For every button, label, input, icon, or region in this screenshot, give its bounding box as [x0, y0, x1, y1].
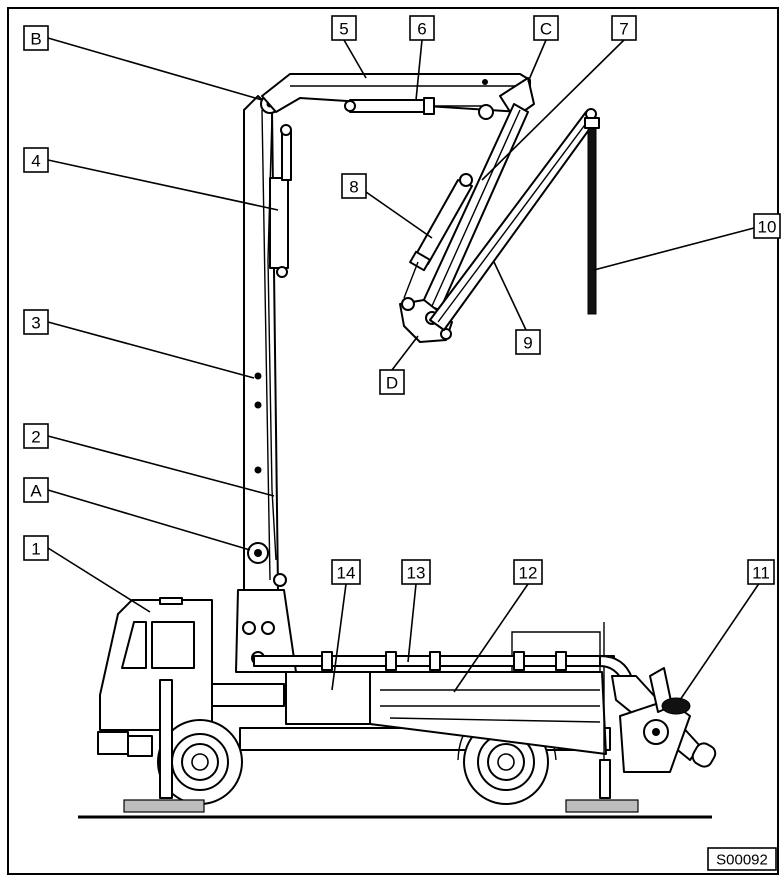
- label-a-text: A: [30, 482, 42, 501]
- label-13: 13: [401, 559, 431, 585]
- cylinder-4: [269, 177, 289, 269]
- label-14-text: 14: [337, 564, 356, 583]
- label-6: 6: [409, 15, 435, 41]
- water-tank-12: [369, 671, 607, 755]
- label-4: 4: [23, 147, 49, 173]
- label-9: 9: [515, 329, 541, 355]
- label-11: 11: [747, 559, 775, 585]
- label-d: D: [379, 369, 405, 395]
- rear-outrigger: [599, 759, 611, 799]
- rear-outrigger-pad: [565, 799, 639, 813]
- figure-code: S00092: [707, 847, 777, 871]
- label-d-text: D: [386, 374, 398, 393]
- label-1-text: 1: [31, 540, 40, 559]
- label-10-text: 10: [758, 218, 777, 237]
- truck-assembly: [97, 589, 717, 813]
- front-outrigger-pad: [123, 799, 205, 813]
- label-11-text: 11: [752, 564, 770, 583]
- label-b-text: B: [30, 30, 41, 49]
- label-2: 2: [23, 423, 49, 449]
- label-9-text: 9: [523, 334, 532, 353]
- label-3-text: 3: [31, 314, 40, 333]
- label-6-text: 6: [417, 20, 426, 39]
- end-hose: [587, 125, 597, 315]
- label-8-text: 8: [349, 178, 358, 197]
- label-10: 10: [753, 213, 781, 239]
- body-box-14: [285, 671, 371, 725]
- label-5: 5: [331, 15, 357, 41]
- label-7: 7: [611, 15, 637, 41]
- label-8: 8: [341, 173, 367, 199]
- label-14: 14: [331, 559, 361, 585]
- label-12-text: 12: [519, 564, 538, 583]
- cab-window: [151, 621, 195, 669]
- leader-lines: [47, 37, 761, 701]
- label-b: B: [23, 25, 49, 51]
- front-outrigger: [159, 679, 173, 799]
- label-c-text: C: [540, 20, 552, 39]
- figure-code-text: S00092: [716, 852, 768, 869]
- joint-c: [499, 77, 535, 119]
- label-5-text: 5: [339, 20, 348, 39]
- label-1: 1: [23, 535, 49, 561]
- label-2-text: 2: [31, 428, 40, 447]
- figure-frame: [7, 7, 779, 875]
- label-3: 3: [23, 309, 49, 335]
- label-12: 12: [513, 559, 543, 585]
- label-a: A: [23, 477, 49, 503]
- label-13-text: 13: [407, 564, 426, 583]
- boom-assembly: [243, 73, 600, 591]
- cylinder-6: [349, 99, 435, 113]
- label-c: C: [533, 15, 559, 41]
- label-7-text: 7: [619, 20, 628, 39]
- label-4-text: 4: [31, 152, 40, 171]
